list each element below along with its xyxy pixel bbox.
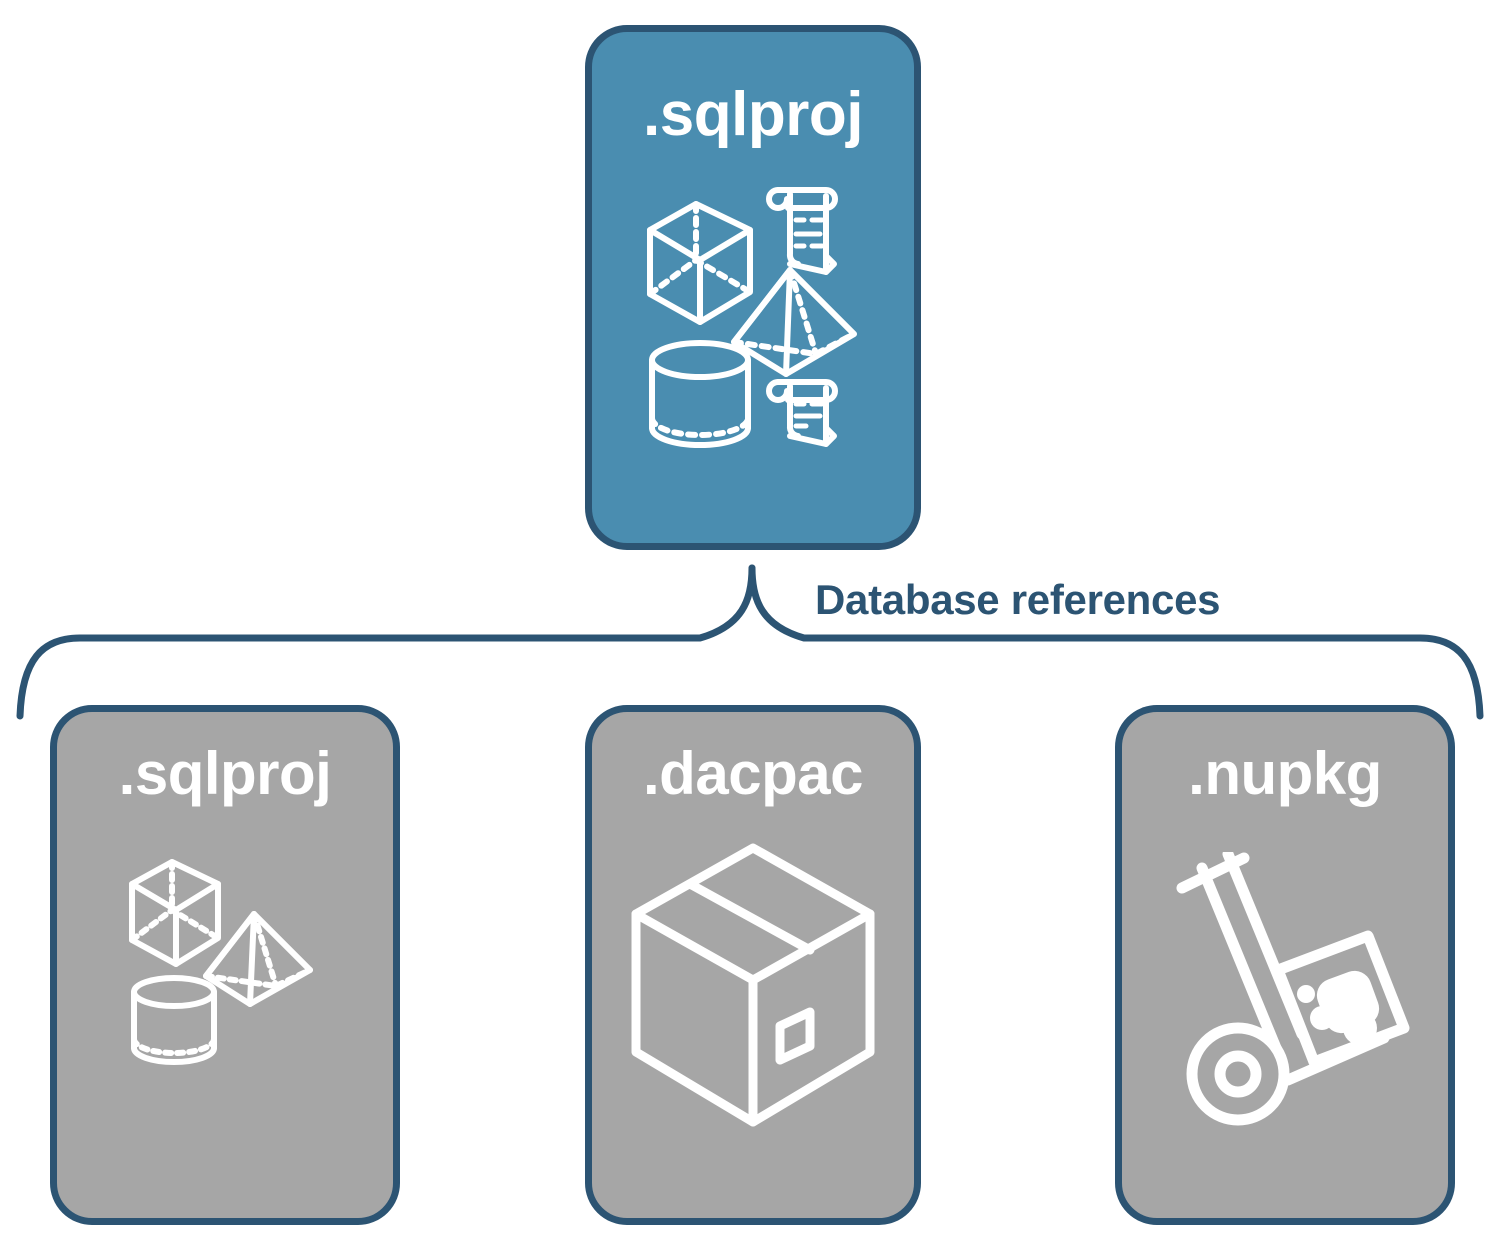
node-reference-dacpac-icons bbox=[592, 840, 914, 1130]
cube-wireframe-icon bbox=[129, 859, 221, 967]
pyramid-wireframe-icon bbox=[203, 911, 313, 1007]
connector-label-database-references: Database references bbox=[815, 576, 1221, 623]
node-reference-nupkg[interactable]: .nupkg bbox=[1115, 705, 1455, 1225]
pyramid-wireframe-icon bbox=[731, 267, 857, 377]
hand-truck-nuget-package-icon bbox=[1176, 852, 1410, 1126]
node-reference-nupkg-icons bbox=[1122, 852, 1448, 1132]
node-reference-sqlproj-label: .sqlproj bbox=[118, 740, 332, 807]
node-root-sqlproj-icons bbox=[592, 182, 914, 457]
node-root-sqlproj[interactable]: .sqlproj bbox=[585, 25, 921, 550]
scroll-script-icon bbox=[766, 379, 838, 447]
cylinder-wireframe-icon bbox=[131, 975, 217, 1065]
package-box-icon bbox=[631, 843, 875, 1127]
cylinder-wireframe-icon bbox=[649, 340, 751, 448]
node-reference-sqlproj-icons bbox=[57, 852, 393, 1072]
node-reference-dacpac[interactable]: .dacpac bbox=[585, 705, 921, 1225]
cube-wireframe-icon bbox=[647, 201, 753, 325]
scroll-script-icon bbox=[766, 187, 838, 275]
node-reference-sqlproj[interactable]: .sqlproj bbox=[50, 705, 400, 1225]
node-reference-dacpac-label: .dacpac bbox=[643, 740, 863, 807]
node-root-sqlproj-label: .sqlproj bbox=[643, 80, 863, 149]
node-reference-nupkg-label: .nupkg bbox=[1188, 740, 1382, 807]
